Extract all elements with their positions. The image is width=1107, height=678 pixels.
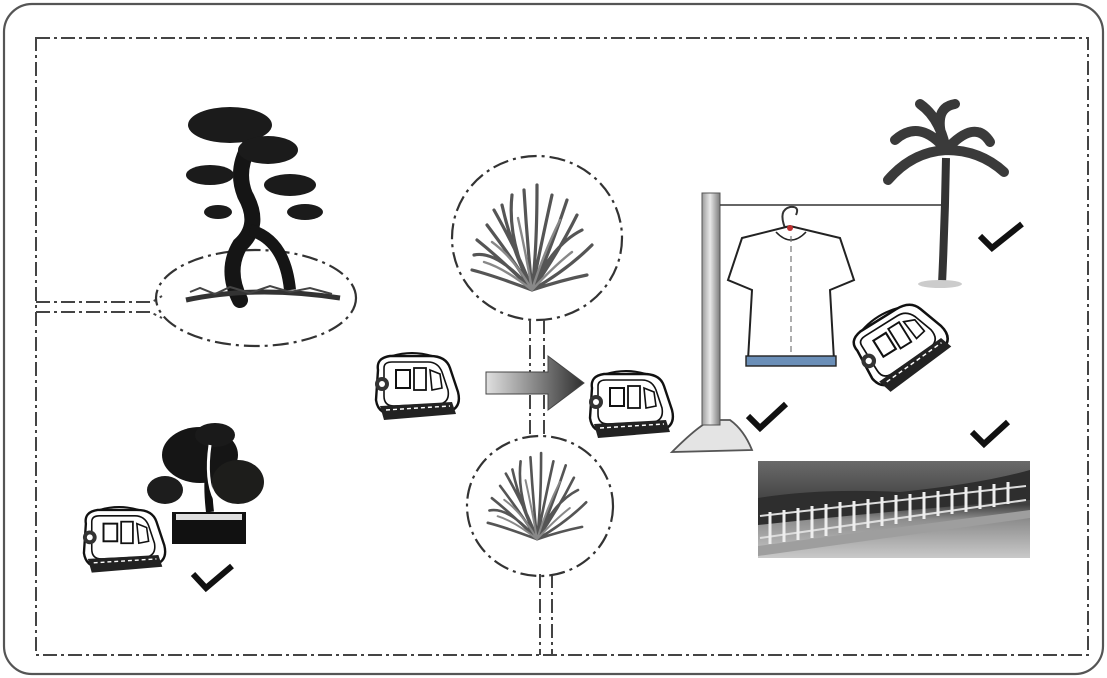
garden-fence-photo: [758, 461, 1030, 558]
robot-mower-icon: [375, 353, 459, 420]
tshirt-on-hanger-icon: [728, 207, 854, 366]
robot-mower-icon: [83, 507, 165, 573]
grass-clump-icon: [472, 185, 592, 290]
checkmark-icon: [972, 422, 1008, 444]
palm-tree-icon: [888, 104, 1004, 288]
checkmark-icon: [193, 566, 232, 588]
robot-mower-icon: [845, 291, 957, 397]
grass-clump-icon: [488, 453, 586, 539]
arrow-right-icon: [486, 356, 584, 410]
connector-left-wire: [36, 296, 162, 318]
potted-bonsai-icon: [147, 423, 264, 544]
corridor-wire-bottom: [540, 574, 552, 655]
bonsai-tree-icon: [186, 107, 340, 300]
checkmark-icon: [748, 404, 786, 428]
checkmark-icon: [980, 224, 1022, 248]
robot-mower-icon: [589, 371, 673, 438]
